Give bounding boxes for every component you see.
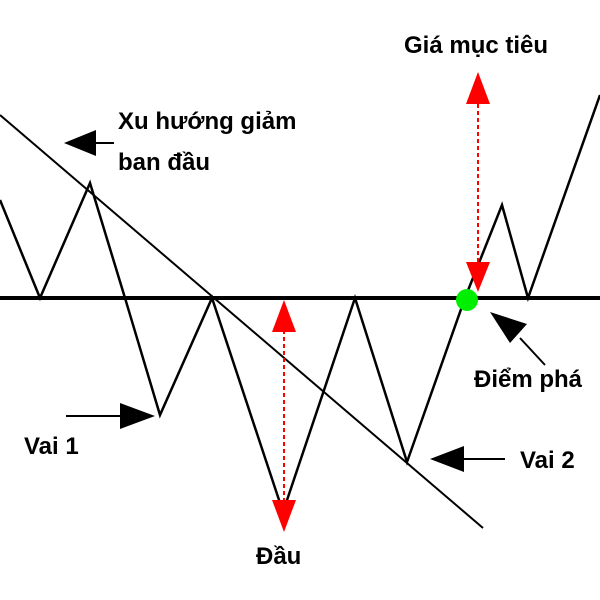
left-shoulder-pointer-arrow	[66, 403, 155, 429]
right-shoulder-label: Vai 2	[520, 447, 575, 474]
downtrend-line	[0, 114, 484, 529]
target-price-label: Giá mục tiêu	[404, 32, 548, 59]
right-shoulder-pointer-arrow	[430, 446, 505, 472]
left-shoulder-label: Vai 1	[24, 433, 79, 460]
breakout-point-dot	[456, 289, 478, 311]
head-measure-arrow	[272, 300, 296, 532]
price-path	[0, 94, 600, 516]
downtrend-label-line2: ban đầu	[118, 149, 210, 176]
downtrend-label-line1: Xu hướng giảm	[118, 108, 296, 135]
downtrend-pointer-arrow	[64, 130, 114, 156]
breakout-pointer-arrow	[490, 312, 546, 366]
head-label: Đầu	[256, 543, 301, 570]
breakout-point-label: Điểm phá	[474, 366, 583, 393]
target-measure-arrow	[466, 72, 490, 292]
